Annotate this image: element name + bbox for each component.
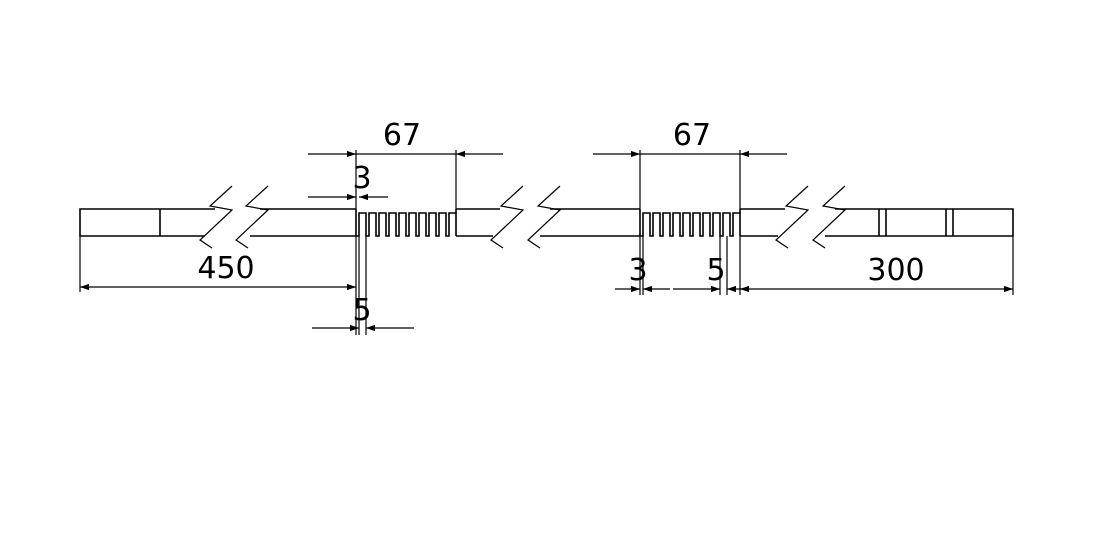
right-tooth-width-dimension: 3: [615, 236, 670, 295]
right-slot-group: [639, 209, 741, 237]
left-offset-label: 450: [197, 251, 254, 286]
left-tooth-width-label: 3: [352, 161, 371, 196]
right-offset-label: 300: [867, 253, 924, 288]
right-tooth-width-label: 3: [628, 253, 647, 288]
right-slot-span-label: 67: [673, 118, 711, 153]
right-gap-label: 5: [706, 253, 725, 288]
break-lines: [199, 185, 847, 249]
left-tooth-width-dimension: 3: [308, 161, 388, 201]
left-slot-span-label: 67: [383, 118, 421, 153]
left-slot-span-dimension: 67: [308, 118, 503, 209]
left-offset-dimension: 450: [79, 236, 357, 335]
bar-outline: [79, 208, 1014, 237]
right-offset-dimension: 300: [739, 236, 1014, 295]
left-gap-dimension: 5: [312, 236, 414, 335]
right-gap-dimension: 5: [673, 236, 744, 295]
right-slot-span-dimension: 67: [593, 118, 787, 209]
left-gap-label: 5: [352, 293, 371, 328]
left-slot-group: [355, 209, 457, 237]
